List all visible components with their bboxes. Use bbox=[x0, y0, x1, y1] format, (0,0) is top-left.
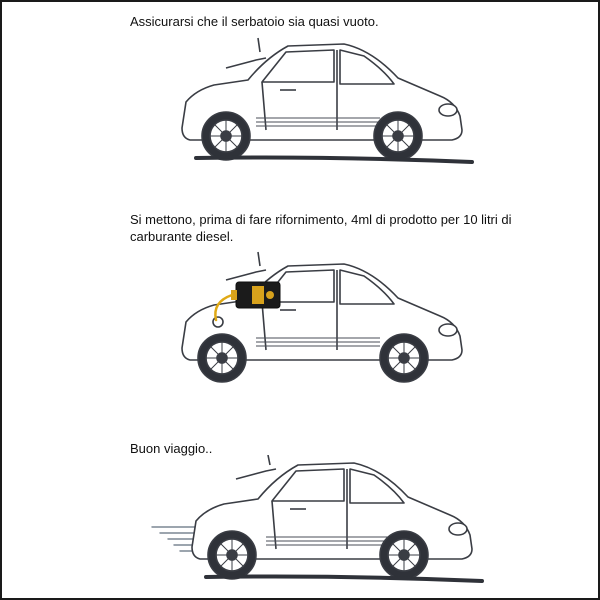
pour-stream-icon bbox=[214, 293, 234, 322]
product-bottle-icon bbox=[231, 281, 281, 309]
step-3-illustration bbox=[0, 455, 600, 600]
step-1-illustration bbox=[0, 30, 600, 180]
step-2-illustration bbox=[0, 250, 600, 400]
car-illustration bbox=[181, 251, 463, 383]
step-1-caption: Assicurarsi che il serbatoio sia quasi v… bbox=[130, 14, 379, 29]
step-3-caption: Buon viaggio.. bbox=[130, 441, 213, 456]
car-illustration bbox=[191, 455, 473, 580]
car-illustration bbox=[181, 37, 463, 161]
step-2-caption: Si mettono, prima di fare rifornimento, … bbox=[130, 212, 512, 244]
